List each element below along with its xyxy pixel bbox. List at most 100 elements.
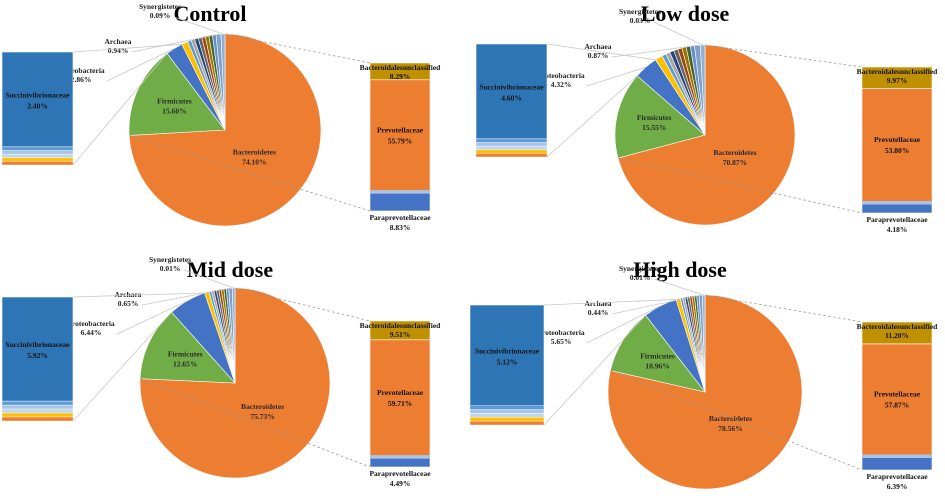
panel-low-dose: Low doseBacteroidetes70.87%Firmicutes15.… [475, 1, 938, 234]
connector-top [704, 44, 863, 68]
connector-proteo-bottom [72, 311, 172, 422]
pie-label-synergistetes: Synergistetes [619, 264, 661, 273]
bar-value-succinivibrionaceae: 5.12% [497, 357, 518, 366]
bar-segment-other-proteobacteria [475, 149, 548, 154]
bar-value-bacteroidales-unclassified: 11.20% [885, 331, 909, 340]
pie-label-firmicutes: Firmicutes [640, 352, 675, 361]
bar-segment-other-proteobacteria [1, 157, 74, 162]
connector-proteo-bottom [546, 75, 638, 158]
pie-value-synergistetes: 0.01% [630, 273, 651, 282]
bar-segment-succinivibrionaceae [475, 43, 548, 140]
pie-label-proteobacteria: Proteobacteria [537, 328, 585, 337]
panel-title: Mid dose [187, 257, 273, 282]
pie-value-proteobacteria: 2.86% [71, 75, 92, 84]
bar-value-prevotellaceae: 53.80% [885, 146, 909, 155]
bar-segment-other-proteobacteria [475, 142, 548, 147]
pie-slice-synergistetes [702, 294, 706, 393]
bar-segment-other-proteobacteria [1, 153, 74, 158]
pie-label-proteobacteria: Proteobacteria [537, 71, 585, 80]
bar-segment-other [370, 455, 430, 459]
leader-line-synergistetes [183, 269, 234, 289]
pie-label-proteobacteria: Proteobacteria [67, 319, 115, 328]
pie-value-archaea: 0.44% [588, 308, 609, 317]
bar-segment-other-proteobacteria [1, 404, 74, 410]
panel-mid-dose: Mid doseBacteroidetes75.73%Firmicutes12.… [1, 255, 442, 488]
bar-label-bacteroidales-unclassified: Bacteroidalesunclassified [360, 321, 442, 330]
bar-value-paraprevotellaceae: 4.18% [887, 225, 908, 234]
bar-value-bacteroidales-unclassified: 9.97% [887, 76, 908, 85]
bar-segment-other [862, 454, 932, 458]
leader-line-archaea [141, 287, 231, 306]
connector-proteo-bottom [543, 315, 646, 426]
bar-segment-paraprevotellaceae [861, 203, 933, 214]
panel-title: High dose [633, 257, 727, 282]
panel-high-dose: High doseBacteroidetes78.56%Firmicutes10… [469, 257, 938, 491]
bar-label-bacteroidales-unclassified: Bacteroidalesunclassified [360, 63, 442, 72]
leader-line-proteobacteria [586, 305, 661, 344]
pie-slice-firmicutes [128, 52, 226, 136]
bar-segment-paraprevotellaceae [861, 457, 933, 471]
pie-label-firmicutes: Firmicutes [637, 113, 672, 122]
bar-segment-prevotellaceae [861, 343, 933, 458]
pie-value-synergistetes: 0.01% [160, 264, 181, 273]
pie-label-bacteroidetes: Bacteroidetes [713, 148, 756, 157]
bar-label-prevotellaceae: Prevotellaceae [377, 125, 424, 134]
pie-value-firmicutes: 15.55% [642, 123, 666, 132]
leader-line-synergistetes [653, 278, 704, 296]
pie-slice-synergistetes [231, 287, 236, 384]
pie-value-firmicutes: 10.96% [645, 362, 669, 371]
bar-segment-other-proteobacteria [469, 409, 545, 414]
bar-segment-succinivibrionaceae [469, 304, 545, 407]
pie-label-synergistetes: Synergistetes [619, 7, 661, 16]
bar-segment-other [862, 201, 932, 205]
connector-proteo-bottom [72, 53, 168, 166]
bar-label-paraprevotellaceae: Paraprevotellaceae [866, 215, 928, 224]
bar-segment-prevotellaceae [369, 339, 431, 459]
bar-segment-other-proteobacteria [475, 138, 548, 143]
bar-segment-other-proteobacteria [1, 161, 74, 166]
connector-proteo-top [72, 43, 182, 53]
pie-value-archaea: 0.94% [108, 46, 129, 55]
pie-value-synergistetes: 0.03% [630, 16, 651, 25]
bar-segment-other-proteobacteria [1, 146, 74, 151]
bar-segment-other-proteobacteria [469, 413, 545, 418]
connector-top [704, 294, 863, 323]
pie-value-bacteroidetes: 78.56% [718, 424, 742, 433]
bar-segment-other-proteobacteria [469, 420, 545, 426]
bar-label-succinivibrionaceae: Succinivibrionaceae [475, 346, 540, 355]
pie-label-bacteroidetes: Bacteroidetes [241, 402, 284, 411]
panel-control: ControlBacteroidetes74.10%Firmicutes15.6… [1, 1, 442, 232]
connector-bottom [610, 370, 863, 471]
leader-line-archaea [131, 33, 219, 53]
bar-segment-other-proteobacteria [475, 153, 548, 158]
leader-line-proteobacteria [116, 300, 188, 335]
bar-segment-prevotellaceae [369, 79, 431, 194]
bar-value-prevotellaceae: 57.87% [885, 401, 909, 410]
bar-segment-other [370, 190, 430, 194]
bar-label-paraprevotellaceae: Paraprevotellaceae [369, 469, 431, 478]
pie-label-archaea: Archaea [105, 37, 132, 46]
pie-value-proteobacteria: 4.32% [551, 80, 572, 89]
bar-segment-other-proteobacteria [1, 408, 74, 414]
bar-value-paraprevotellaceae: 6.39% [887, 482, 908, 491]
bar-segment-other-proteobacteria [469, 405, 545, 410]
bar-value-succinivibrionaceae: 2.40% [27, 101, 48, 110]
pie-slice-firmicutes [614, 75, 706, 159]
pie-value-bacteroidetes: 74.10% [242, 158, 266, 167]
connector-proteo-top [546, 43, 656, 61]
bar-value-paraprevotellaceae: 4.49% [390, 479, 411, 488]
pie-slice-bacteroidetes [617, 44, 796, 226]
bar-label-succinivibrionaceae: Succinivibrionaceae [5, 340, 70, 349]
bar-label-succinivibrionaceae: Succinivibrionaceae [479, 82, 544, 91]
bar-segment-other-proteobacteria [1, 150, 74, 155]
connector-bottom [139, 378, 371, 468]
pie-value-archaea: 0.65% [118, 299, 139, 308]
pie-value-firmicutes: 12.65% [173, 359, 197, 368]
bar-label-prevotellaceae: Prevotellaceae [874, 135, 921, 144]
pie-label-proteobacteria: Proteobacteria [57, 66, 105, 75]
bar-value-succinivibrionaceae: 5.92% [27, 351, 48, 360]
bar-segment-other-proteobacteria [469, 417, 545, 422]
bar-value-prevotellaceae: 55.79% [388, 136, 412, 145]
pie-value-bacteroidetes: 75.73% [250, 412, 274, 421]
